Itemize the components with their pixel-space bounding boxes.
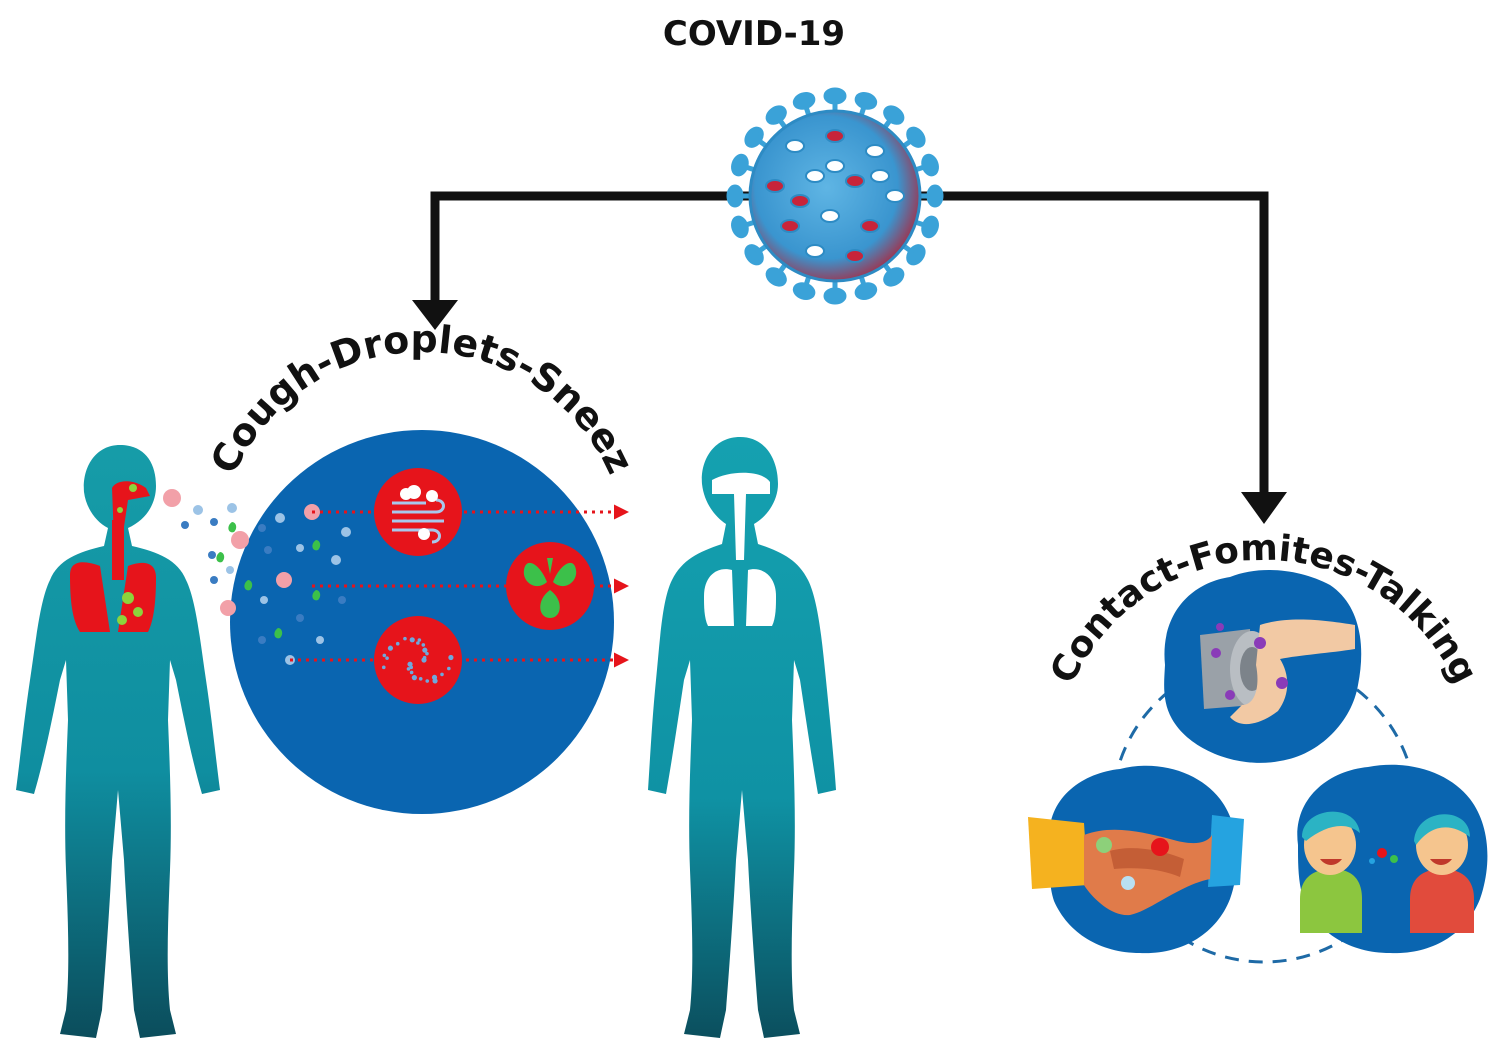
infected-person-icon [16, 445, 220, 1038]
connector-right [835, 191, 1269, 500]
talking-people-icon [1297, 764, 1488, 954]
connector-left [430, 191, 835, 310]
coronavirus-icon [726, 87, 944, 305]
right-lung-healthy [746, 569, 776, 626]
aerosol-particles-icon [374, 616, 462, 704]
airway-healthy [712, 472, 770, 560]
handshake-icon [1028, 765, 1244, 954]
right-lung [118, 562, 156, 632]
doorknob-contact-icon [1164, 570, 1362, 763]
healthy-person-icon [648, 437, 836, 1038]
droplets-icon [506, 542, 594, 630]
contact-cluster: Contact-Fomites-Talking [1028, 528, 1488, 964]
flow-connectors [412, 191, 1287, 524]
connector-left-arrowhead [412, 300, 458, 330]
page-title: COVID-19 [662, 14, 846, 54]
left-lung [70, 562, 110, 632]
wind-icon [374, 468, 462, 556]
left-lung-healthy [704, 569, 734, 626]
connector-right-arrowhead [1241, 492, 1287, 524]
